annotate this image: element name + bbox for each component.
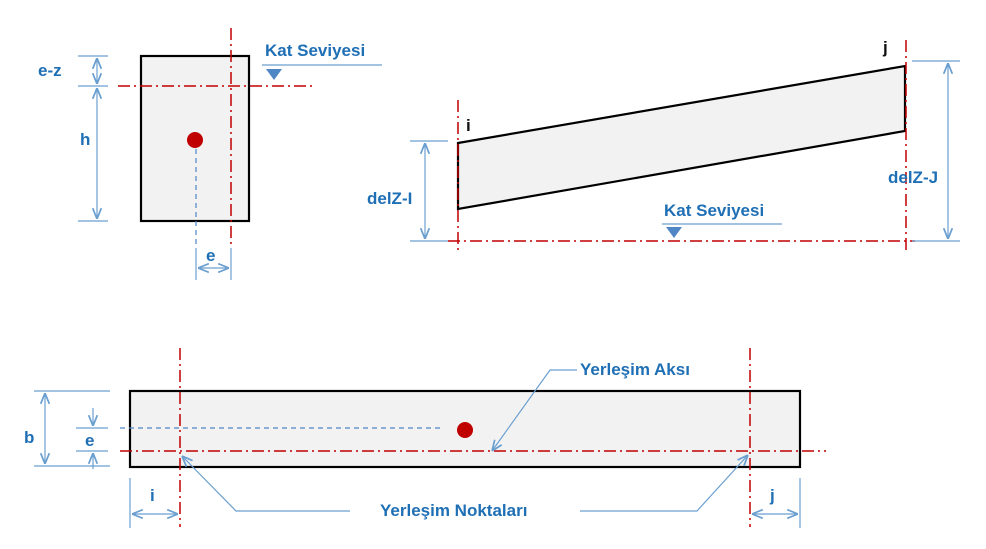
h-label: h	[80, 130, 90, 149]
node-i-label: i	[466, 116, 471, 135]
yerlesim-noktalari-leader-right	[580, 455, 748, 512]
yerlesim-aksi-leader	[492, 369, 577, 451]
b-label: b	[24, 428, 34, 447]
plan-j-label: j	[769, 486, 775, 505]
elevation-kat-seviyesi-label: Kat Seviyesi	[664, 201, 764, 220]
e-label-plan: e	[85, 431, 94, 450]
yerlesim-aksi-label: Yerleşim Aksı	[580, 360, 690, 379]
section-level-triangle	[266, 69, 282, 80]
section-kat-seviyesi-label: Kat Seviyesi	[265, 41, 365, 60]
delzj-label: delZ-J	[888, 168, 938, 187]
ez-label: e-z	[38, 61, 62, 80]
section-center-marker	[187, 132, 203, 148]
elevation-view: i j delZ-I delZ-J Kat Seviyesi	[367, 38, 960, 254]
plan-center-marker	[457, 422, 473, 438]
e-label-section: e	[206, 246, 215, 265]
plan-view: b e i j Yerleşim Aksı Yerleşim Noktaları	[24, 348, 826, 528]
plan-i-label: i	[150, 486, 155, 505]
yerlesim-noktalari-label: Yerleşim Noktaları	[380, 501, 527, 520]
elevation-level-triangle	[666, 227, 682, 238]
inclined-beam	[456, 64, 907, 211]
node-j-label: j	[882, 38, 888, 57]
yerlesim-noktalari-leader-left	[182, 456, 350, 512]
section-view: Kat Seviyesi e-z h e	[38, 28, 382, 280]
delzi-label: delZ-I	[367, 189, 412, 208]
